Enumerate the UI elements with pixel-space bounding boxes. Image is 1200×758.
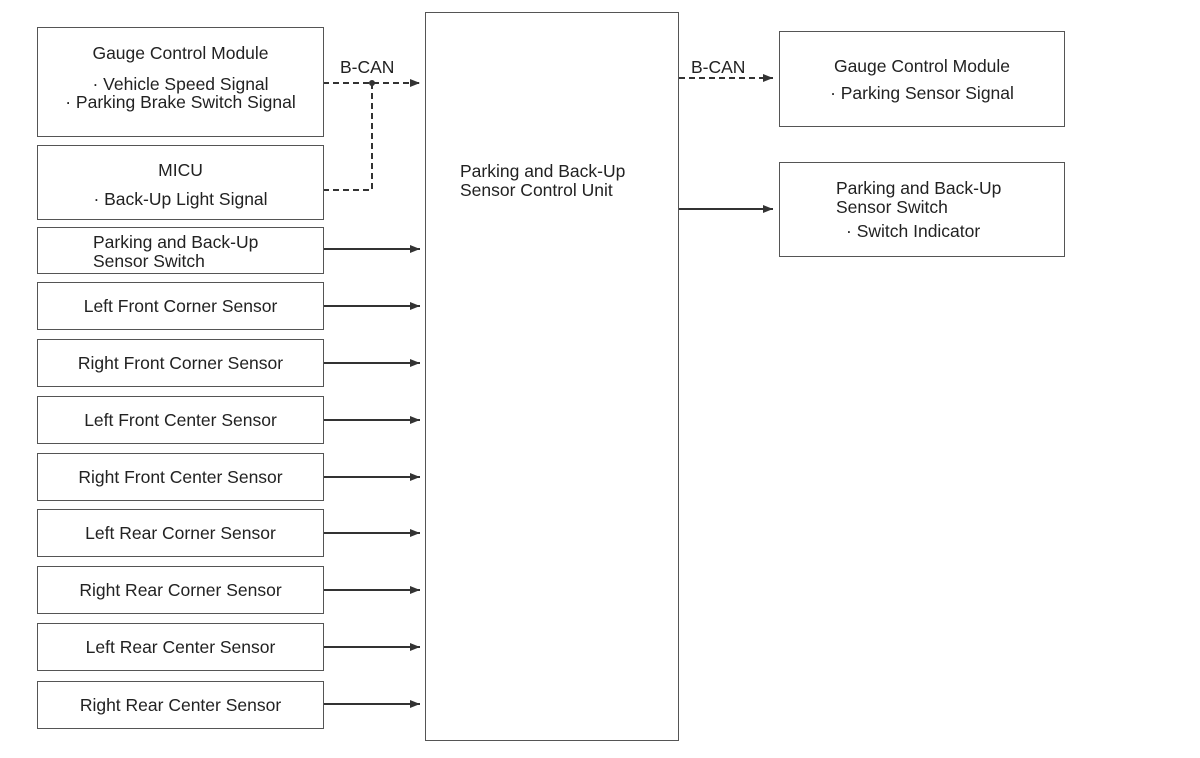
sensor-box <box>37 396 324 444</box>
bcan-input-label: B-CAN <box>340 57 395 77</box>
gauge-control-module-input-box <box>37 27 324 137</box>
sensor-box <box>37 509 324 557</box>
control-unit-box <box>425 12 679 741</box>
sensor-box <box>37 566 324 614</box>
back-up-light-signal-label: · Back-Up Light Signal <box>93 189 268 209</box>
parking-switch-output-line-2: Sensor Switch <box>836 197 948 217</box>
sensor-label: Left Rear Center Sensor <box>85 637 276 657</box>
control-unit-line-1: Parking and Back-Up <box>460 161 626 181</box>
parking-switch-output-line-1: Parking and Back-Up <box>836 178 1002 198</box>
gauge-control-module-output-box <box>779 31 1065 127</box>
sensor-label: Right Front Corner Sensor <box>77 353 284 373</box>
vehicle-speed-signal-label: · Vehicle Speed Signal <box>92 74 269 94</box>
sensor-label: Right Front Center Sensor <box>78 467 283 487</box>
parking-sensor-signal-label: · Parking Sensor Signal <box>830 83 1014 103</box>
parking-switch-input-line-2: Sensor Switch <box>93 251 205 271</box>
gauge-control-module-output-title: Gauge Control Module <box>833 56 1011 76</box>
micu-title: MICU <box>158 160 203 180</box>
sensor-label: Left Front Corner Sensor <box>83 296 278 316</box>
parking-switch-input-line-1: Parking and Back-Up <box>93 232 259 252</box>
sensor-box <box>37 453 324 501</box>
sensor-box <box>37 681 324 729</box>
sensor-box <box>37 623 324 671</box>
switch-indicator-label: · Switch Indicator <box>846 221 981 241</box>
sensor-label: Right Rear Center Sensor <box>79 695 282 715</box>
sensor-label: Right Rear Corner Sensor <box>79 580 282 600</box>
gauge-control-module-input-title: Gauge Control Module <box>92 43 269 63</box>
sensor-label: Left Rear Corner Sensor <box>85 523 276 543</box>
sensor-box <box>37 339 324 387</box>
bcan-output-label: B-CAN <box>691 57 746 77</box>
control-unit-line-2: Sensor Control Unit <box>460 180 613 200</box>
parking-switch-input-box <box>37 227 324 274</box>
parking-brake-switch-signal-label: · Parking Brake Switch Signal <box>65 92 296 112</box>
bcan-junction-dot <box>369 80 375 86</box>
sensor-box <box>37 282 324 330</box>
parking-switch-output-box <box>779 162 1065 257</box>
sensor-label: Left Front Center Sensor <box>84 410 277 430</box>
micu-box <box>37 145 324 220</box>
